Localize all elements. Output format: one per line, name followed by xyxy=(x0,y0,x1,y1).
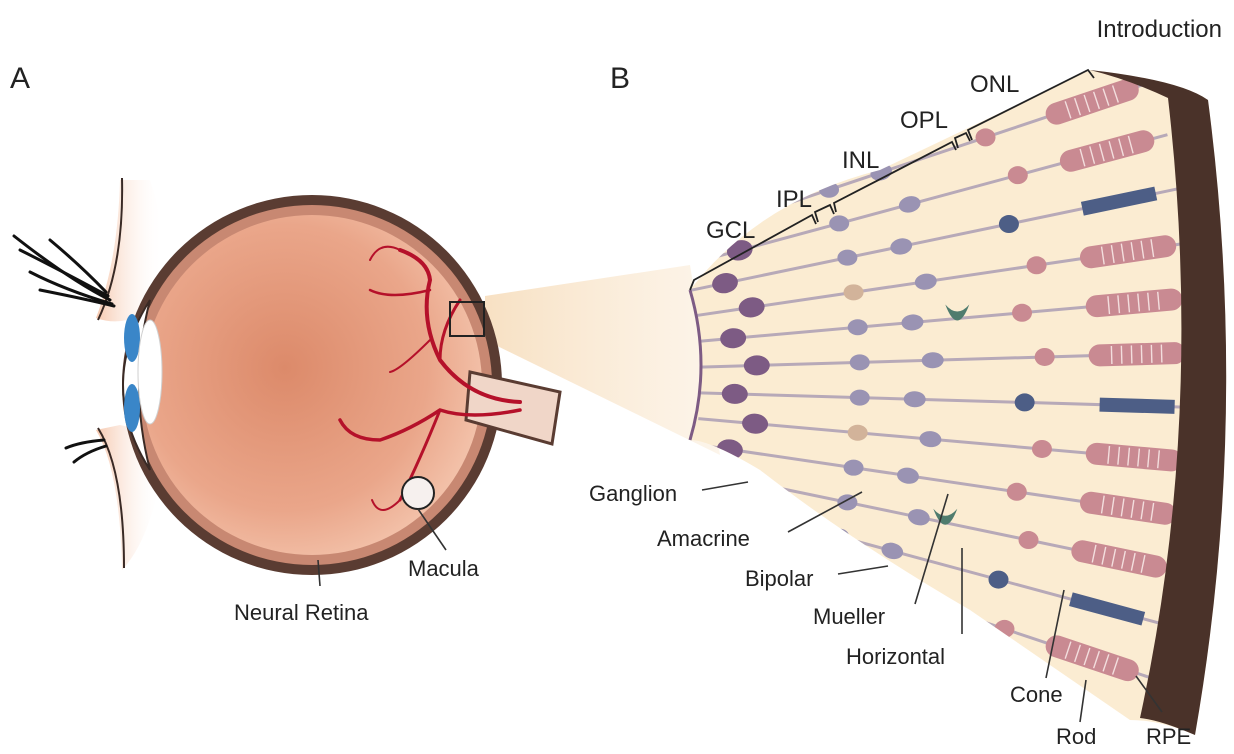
bipolar-cell xyxy=(793,116,813,132)
rod-outer-segment xyxy=(1040,39,1110,67)
photoreceptor-soma xyxy=(988,571,1008,589)
rod-disc xyxy=(1085,704,1092,721)
mueller-label: Mueller xyxy=(813,604,885,629)
rod-disc xyxy=(1075,43,1082,60)
ganglion-leader xyxy=(702,482,748,490)
gcl-label: GCL xyxy=(706,217,755,244)
photoreceptor-soma xyxy=(1012,304,1032,322)
bipolar-cell xyxy=(829,215,849,231)
photoreceptor-soma xyxy=(1008,166,1028,184)
bipolar-leader xyxy=(838,566,888,574)
photoreceptor-soma xyxy=(942,45,962,63)
photoreceptor-soma xyxy=(999,215,1019,233)
bipolar-cell xyxy=(829,529,849,545)
photoreceptor-soma xyxy=(1035,348,1055,366)
rod-disc xyxy=(1121,346,1122,364)
rod-label: Rod xyxy=(1056,724,1096,749)
photoreceptor-soma xyxy=(1027,256,1047,274)
panel-label-a: A xyxy=(10,62,30,95)
rod-disc xyxy=(1141,345,1142,363)
rpe-label: RPE xyxy=(1146,724,1191,749)
rod-disc xyxy=(1057,51,1064,68)
rod-disc xyxy=(1094,707,1101,724)
lens xyxy=(138,320,162,424)
rod-disc xyxy=(1151,345,1152,363)
photoreceptor-soma xyxy=(960,705,980,723)
rod-disc xyxy=(1066,696,1073,713)
cone-outer-segment xyxy=(1100,405,1175,407)
ganglion-cell xyxy=(674,163,706,192)
ganglion-cell xyxy=(732,469,762,494)
panel-label-b: B xyxy=(610,62,630,95)
amacrine-cell xyxy=(807,149,827,165)
bipolar-cell xyxy=(844,460,864,476)
photoreceptor-soma xyxy=(1032,440,1052,458)
rod-disc xyxy=(1027,735,1035,751)
iris-lower xyxy=(124,384,140,432)
ipl-label: IPL xyxy=(776,186,812,213)
photoreceptor-soma xyxy=(960,656,980,674)
photoreceptor-soma xyxy=(1019,531,1039,549)
section-title: Introduction xyxy=(1097,16,1222,43)
bipolar-cell xyxy=(885,582,911,604)
rod-disc xyxy=(1036,739,1044,754)
inl-label: INL xyxy=(842,147,879,174)
photoreceptor-soma xyxy=(1015,393,1035,411)
rod-outer-segment xyxy=(1100,353,1175,355)
photoreceptor-soma xyxy=(1007,483,1027,501)
ganglion-cell xyxy=(703,491,733,517)
lower-eyelashes xyxy=(66,440,106,462)
amacrine-cell xyxy=(819,562,839,578)
bipolar-cell xyxy=(837,250,857,266)
rod-disc xyxy=(1111,346,1112,364)
ganglion-cell xyxy=(706,181,738,209)
bipolar-cell xyxy=(848,319,868,335)
bipolar-label: Bipolar xyxy=(745,566,813,591)
bipolar-cell xyxy=(850,354,870,370)
bipolar-cell xyxy=(793,628,813,644)
photoreceptor-soma xyxy=(994,620,1014,638)
macula-label: Macula xyxy=(408,556,480,581)
ganglion-cell xyxy=(694,577,726,606)
eyeball-interior xyxy=(142,215,482,555)
ganglion-label: Ganglion xyxy=(589,481,677,506)
photoreceptor-soma xyxy=(976,128,996,146)
eye-illustration xyxy=(14,178,720,586)
rod-disc xyxy=(1047,55,1054,72)
rod-disc xyxy=(1066,47,1073,64)
bipolar-cell xyxy=(871,118,897,141)
amacrine-label: Amacrine xyxy=(657,526,750,551)
bipolar-cell xyxy=(819,182,839,198)
rod-disc xyxy=(1045,743,1053,754)
upper-eyelashes xyxy=(14,236,114,306)
iris-upper xyxy=(124,314,140,362)
amacrine-cell xyxy=(844,284,864,300)
horizontal-label: Horizontal xyxy=(846,644,945,669)
rod-disc xyxy=(1085,40,1092,57)
rod-disc xyxy=(1161,345,1162,363)
macula-marker xyxy=(402,477,434,509)
neural-retina-label: Neural Retina xyxy=(234,600,369,625)
rod-disc xyxy=(1131,345,1132,363)
bipolar-cell xyxy=(850,390,870,406)
opl-label: OPL xyxy=(900,107,948,134)
onl-label: ONL xyxy=(970,71,1019,98)
amacrine-cell xyxy=(848,425,868,441)
cone-outer-segment xyxy=(1020,0,1088,22)
cone-label: Cone xyxy=(1010,682,1063,707)
bipolar-cell xyxy=(839,89,866,113)
